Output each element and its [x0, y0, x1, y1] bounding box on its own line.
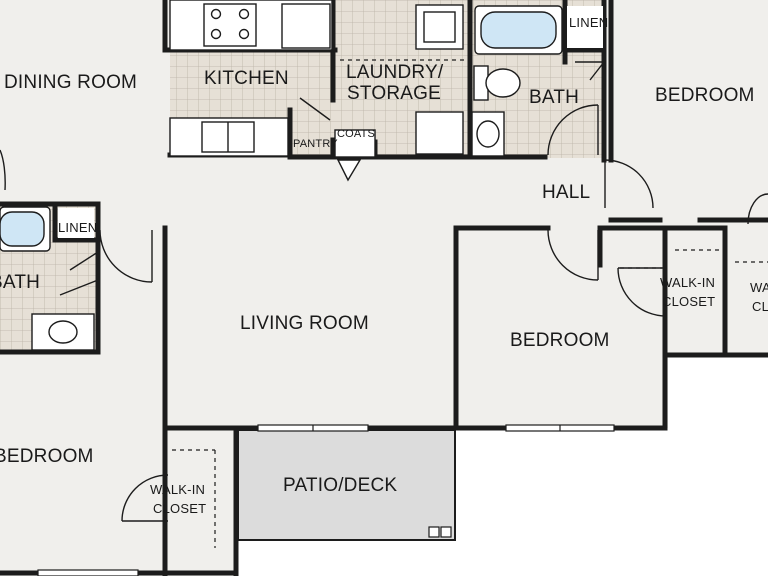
bath-right-label: BATH: [529, 87, 579, 108]
patio-deck-label: PATIO/DECK: [283, 475, 397, 496]
coats-label: COATS: [337, 128, 375, 140]
bath-left-fixtures: [0, 206, 95, 351]
walkin-closet-mid-label-2: CLOSET: [662, 294, 715, 309]
storage-label: STORAGE: [347, 83, 441, 104]
living-room-label: LIVING ROOM: [240, 313, 369, 334]
outside-lower-right: [456, 430, 768, 576]
patio-post: [440, 526, 452, 538]
bath-left-label: BATH: [0, 272, 40, 293]
kitchen-label: KITCHEN: [204, 68, 289, 89]
linen-right-label: LINEN: [569, 15, 608, 30]
room-labels: DINING ROOM KITCHEN LAUNDRY/ STORAGE PAN…: [0, 15, 768, 516]
linen-left-label: LINEN: [58, 220, 97, 235]
pantry-label: PANTRY: [293, 138, 338, 150]
walkin-closet-left-label-2: CLOSET: [153, 501, 206, 516]
laundry-label: LAUNDRY/: [346, 62, 444, 83]
stove: [203, 3, 257, 47]
windows: [37, 424, 615, 576]
door-swings: [0, 61, 768, 522]
bath-right-fixtures: [471, 5, 603, 157]
walkin-closet-right-label-2: CL: [752, 299, 768, 314]
dryer: [415, 111, 464, 155]
bedroom-top-right-label: BEDROOM: [655, 85, 755, 106]
walkin-closet-right-label-1: WA: [750, 280, 768, 295]
bedroom-middle-label: BEDROOM: [510, 330, 610, 351]
dining-room-label: DINING ROOM: [4, 72, 137, 93]
toilet-bowl: [485, 68, 521, 98]
bedroom-bottom-left-label: BEDROOM: [0, 446, 94, 467]
hall-label: HALL: [542, 182, 590, 203]
walkin-closet-left-label-1: WALK-IN: [150, 482, 205, 497]
patio-post: [428, 526, 440, 538]
walkin-closet-mid-label-1: WALK-IN: [660, 275, 715, 290]
refrigerator: [281, 3, 331, 49]
kitchen-fixtures: [169, 0, 376, 158]
laundry-fixtures: [415, 4, 464, 155]
